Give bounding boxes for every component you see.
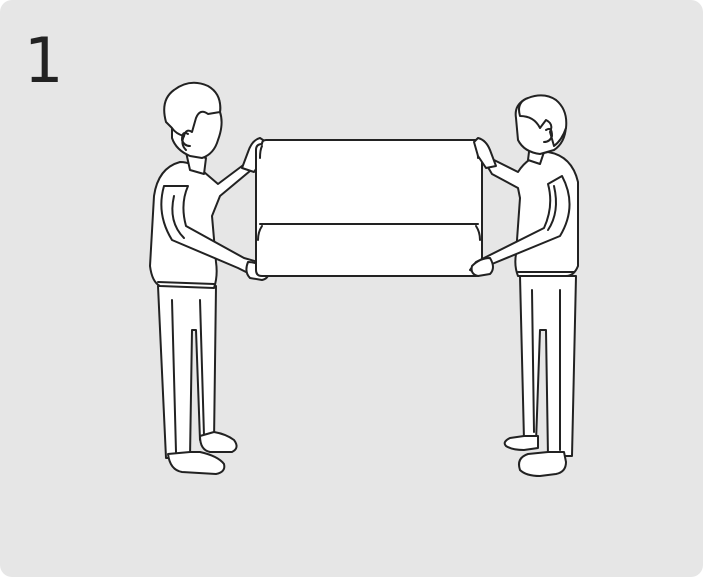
person-left-icon: [150, 83, 268, 474]
tv-panel-icon: [256, 140, 482, 276]
person-right-icon: [470, 95, 578, 476]
